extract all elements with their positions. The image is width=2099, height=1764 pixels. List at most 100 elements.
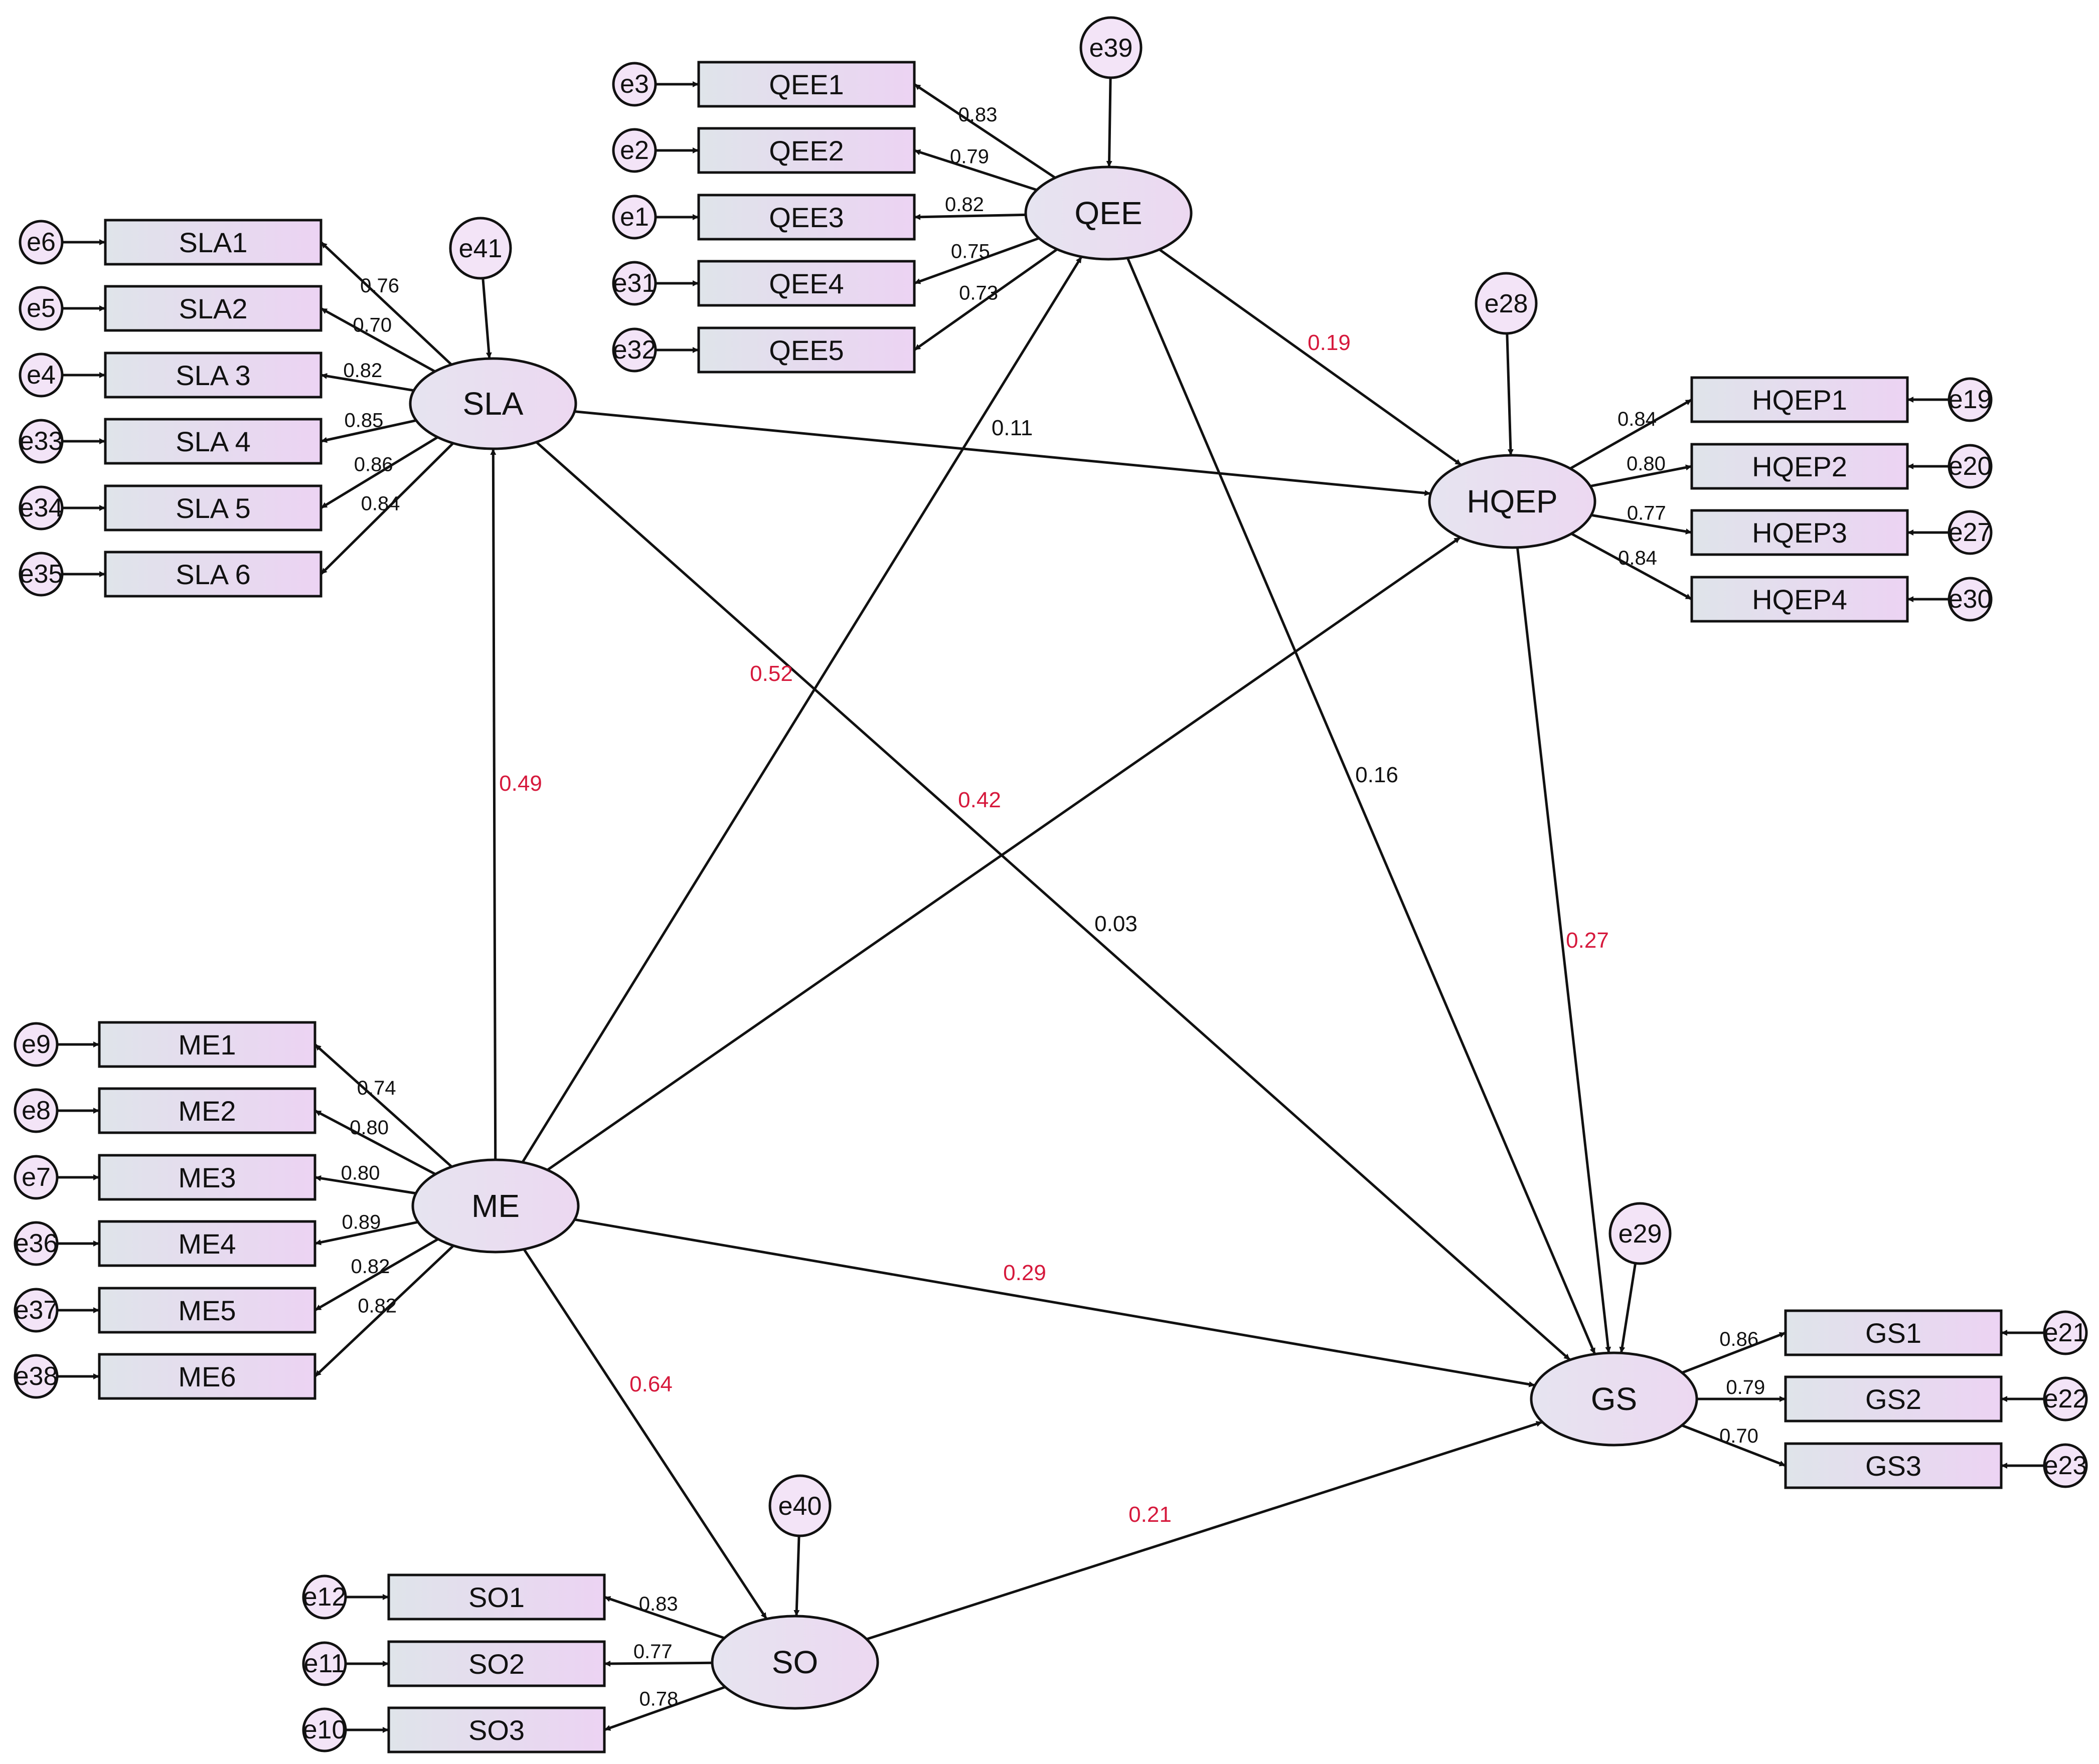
error-node-e28: e28 [1475,272,1538,335]
latent-label: GS [1591,1381,1637,1417]
error-circle [14,1354,59,1399]
indicator-box [1690,443,1909,490]
error-node-e23: e23 [2043,1443,2088,1488]
error-node-e22: e22 [2043,1376,2088,1422]
error-circle [1608,1202,1672,1265]
indicator-label: QEE3 [769,202,844,233]
error-label: e41 [459,234,503,263]
latent-hqep: HQEP [1428,454,1596,549]
error-arrow-e40 [793,1535,800,1617]
loading-arrow-me4 [314,1220,418,1246]
path-arrow-me-to-qee [521,256,1083,1163]
indicator-label: ME5 [178,1295,236,1326]
path-arrow-qee-to-gs [1126,257,1596,1355]
loading-arrow-qee3 [914,213,1026,220]
path-arrow-hqep-to-gs [1516,547,1611,1353]
latent-label: SLA [463,386,524,422]
error-label: e8 [22,1096,51,1125]
indicator-label: SLA 6 [176,559,250,590]
loading-arrow-hqep4 [1570,533,1693,601]
error-node-e29: e29 [1608,1202,1672,1265]
error-node-e19: e19 [1948,377,1993,422]
path-arrow-me-to-so [523,1249,768,1620]
indicator-sla-6: SLA 6 [104,551,322,598]
indicator-hqep3: HQEP3 [1690,509,1909,556]
error-label: e21 [2044,1318,2087,1347]
loading-arrow-me6 [314,1245,454,1377]
indicator-sla-4: SLA 4 [104,418,322,465]
error-circle [1948,510,1993,555]
indicator-gs1: GS1 [1784,1309,2003,1356]
indicator-label: HQEP4 [1752,584,1847,615]
error-node-e9: e9 [14,1022,59,1067]
loading-value-sla-4: 0.85 [345,409,384,431]
loading-value-gs2: 0.79 [1726,1376,1765,1398]
loading-arrow-hqep2 [1590,464,1692,488]
latent-ellipse [1024,165,1193,261]
loading-arrow-hqep3 [1591,513,1692,535]
error-label: e36 [15,1229,58,1258]
loading-arrow-me1 [314,1043,453,1168]
loading-value-sla1: 0.76 [360,275,399,297]
loading-arrow-so1 [604,1596,725,1640]
loading-value-qee5: 0.73 [959,282,998,304]
loading-arrow-sla-4 [320,419,417,443]
indicator-label: ME4 [178,1228,236,1260]
error-label: e29 [1619,1219,1662,1249]
error-node-e32: e32 [612,327,657,373]
indicator-label: SLA1 [179,227,248,258]
error-node-e4: e4 [19,352,64,398]
loading-arrow-so3 [604,1686,726,1731]
error-circle [612,327,657,373]
indicator-box [1784,1442,2003,1489]
path-coef-me-gs: 0.29 [1003,1261,1046,1285]
loading-arrow-me3 [314,1175,416,1195]
loading-arrow-gs1 [1681,1331,1786,1374]
error-circle [1948,444,1993,489]
latent-label: HQEP [1467,483,1557,519]
error-node-e8: e8 [14,1088,59,1133]
loading-arrow-qee1 [913,83,1056,179]
loading-arrow-hqep1 [1569,398,1693,470]
indicator-gs2: GS2 [1784,1375,2003,1423]
path-coef-me-hqep: 0.03 [1094,912,1138,936]
error-label: e37 [15,1296,58,1325]
error-circle [14,1088,59,1133]
error-label: e32 [613,335,657,365]
indicator-qee2: QEE2 [697,127,916,174]
error-label: e31 [613,269,657,298]
error-node-e10: e10 [302,1707,347,1752]
error-label: e9 [22,1030,51,1059]
loading-value-me4: 0.89 [342,1211,381,1233]
latent-gs: GS [1530,1351,1698,1447]
latent-sla: SLA [409,357,577,450]
loading-value-so3: 0.78 [639,1688,678,1710]
indicator-box [697,127,916,174]
error-node-e2: e2 [612,128,657,173]
indicator-label: HQEP1 [1752,384,1847,416]
loading-arrow-sla-6 [320,442,454,575]
error-node-e21: e21 [2043,1310,2088,1355]
indicator-qee1: QEE1 [697,61,916,108]
error-circle [612,261,657,306]
indicator-so2: SO2 [387,1640,606,1687]
edges-layer [57,77,2044,1733]
indicator-box [697,326,916,374]
indicator-sla2: SLA2 [104,285,322,332]
path-arrow-me-to-gs [574,1218,1535,1387]
error-node-e7: e7 [14,1155,59,1200]
loading-arrow-qee2 [914,149,1037,192]
indicator-label: ME6 [178,1361,236,1392]
indicator-label: HQEP2 [1752,451,1847,482]
path-arrow-sla-to-gs [535,441,1571,1361]
indicator-so3: SO3 [387,1706,606,1753]
path-coef-me-qee: 0.52 [750,661,793,686]
indicator-qee5: QEE5 [697,326,916,374]
indicator-label: GS1 [1865,1317,1921,1349]
path-coef-qee-hqep: 0.19 [1308,330,1351,355]
error-circle [449,217,512,280]
indicator-label: ME3 [178,1162,236,1193]
error-node-e27: e27 [1948,510,1993,555]
indicator-box [104,484,322,532]
error-node-e38: e38 [14,1354,59,1399]
